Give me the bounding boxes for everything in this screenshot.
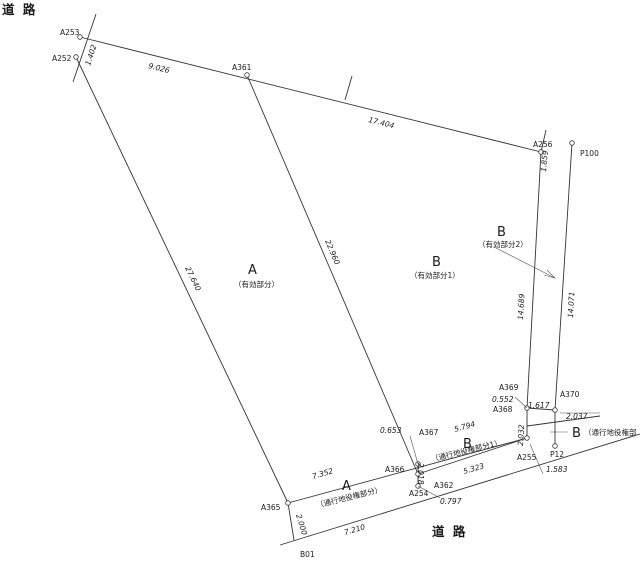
label-a369: A369	[499, 383, 519, 392]
survey-points	[73, 34, 575, 506]
point-a366	[415, 471, 421, 477]
dim-a256-p100: 1.859	[539, 150, 550, 172]
boundary-a252-a365	[75, 56, 289, 504]
dim-a255-p12: 1.583	[546, 465, 568, 474]
dimension-labels: 1.402 9.026 17.404 1.859 27.640 22.960 1…	[83, 43, 587, 537]
north-tick	[344, 75, 353, 101]
point-p100	[569, 140, 575, 146]
dim-p100-a370: 14.071	[566, 291, 576, 318]
dim-a362-a254: 0.797	[440, 497, 462, 506]
dim-a367-a366: 0.653	[380, 426, 402, 435]
leader-0552	[514, 396, 528, 409]
label-p12: P12	[550, 450, 564, 459]
edge-a370-east	[526, 415, 601, 427]
road-edge-left	[72, 13, 97, 83]
label-b01: B01	[300, 550, 315, 559]
leader-1583	[529, 443, 544, 475]
parcel-a-easement-letter: A	[342, 479, 351, 494]
boundary-a256-a368	[526, 151, 542, 409]
label-p100: P100	[580, 149, 599, 158]
north-boundary	[79, 36, 542, 153]
leader-0653	[409, 435, 419, 465]
dim-a370-east: 2.037	[566, 412, 588, 421]
dim-a366-a362: 2.018	[416, 463, 425, 485]
dim-a368-a370: 1.617	[528, 401, 550, 410]
parcel-b-side-letter: B	[572, 426, 581, 441]
parcel-b-easement-letter: B	[463, 437, 472, 452]
dim-a361-a256: 17.404	[368, 115, 396, 130]
label-a255: A255	[517, 453, 537, 462]
edge-a368-a370	[526, 407, 556, 411]
label-a256: A256	[533, 140, 553, 149]
point-a365	[285, 500, 291, 506]
road-boundary-south	[279, 433, 640, 546]
parcel-a-desc: （有効部分）	[234, 279, 279, 289]
parcel-b-side-desc: （通行地役権部	[584, 427, 637, 437]
parcel-b2-letter: B	[497, 225, 506, 240]
east-stub	[540, 129, 547, 153]
boundary-p100-a370	[554, 142, 573, 411]
dim-a367-a368: 5.794	[453, 419, 476, 434]
road-label-bottom: 道 路	[432, 524, 467, 539]
label-a254: A254	[409, 489, 429, 498]
dim-a368-a255: 2.032	[516, 424, 526, 446]
leader-lines	[409, 246, 600, 499]
leader-b2	[493, 246, 556, 279]
parcel-a-letter: A	[248, 263, 257, 278]
edge-a366-a255	[417, 437, 528, 475]
label-a361: A361	[232, 63, 252, 72]
parcel-b2-desc: （有効部分2）	[478, 239, 528, 249]
boundary-a361-a366	[246, 74, 419, 475]
label-a366: A366	[385, 465, 405, 474]
edge-a365-b01	[287, 502, 295, 541]
label-a367: A367	[419, 428, 439, 437]
point-labels: A253 A252 A361 A256 P100 A369 A368 A370 …	[52, 28, 599, 559]
leader-0797	[417, 485, 441, 499]
road-label-top: 道 路	[2, 2, 37, 17]
dim-a365-b01: 2.000	[294, 513, 309, 536]
easement-north-edge	[287, 437, 528, 504]
label-a368: A368	[493, 405, 513, 414]
dim-a252-a361: 9.026	[148, 61, 171, 75]
label-a252: A252	[52, 54, 72, 63]
label-a362: A362	[434, 481, 454, 490]
parcel-b1-desc: （有効部分1）	[410, 270, 460, 280]
point-a370	[552, 407, 558, 413]
parcel-labels: A （有効部分） B （有効部分1） B （有効部分2） A （通行地役権部分）…	[234, 225, 637, 510]
dim-a362-a255: 5.323	[462, 461, 485, 476]
dim-a365-a366: 7.352	[311, 466, 334, 481]
point-a256	[538, 149, 544, 155]
dim-a361-a366: 22.960	[323, 238, 342, 266]
label-a370: A370	[560, 390, 580, 399]
dim-a369-a368: 0.552	[492, 395, 514, 404]
label-a253: A253	[60, 28, 80, 37]
label-a365: A365	[261, 503, 281, 512]
point-a252	[73, 54, 79, 60]
point-a361	[244, 72, 250, 78]
point-a255	[524, 435, 530, 441]
dim-a256-a368: 14.689	[516, 293, 526, 320]
dim-a253-a252: 1.402	[83, 43, 98, 66]
boundary-lines	[72, 13, 640, 546]
point-p12	[552, 443, 558, 449]
parcel-b1-letter: B	[432, 255, 441, 270]
leader-b2-arrow	[543, 269, 557, 279]
point-a253	[77, 34, 83, 40]
